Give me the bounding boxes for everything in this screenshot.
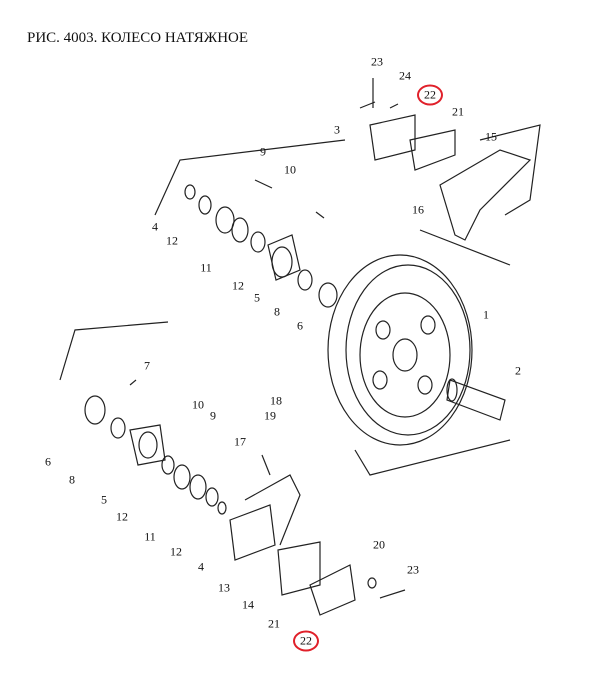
callout-24: 24: [399, 68, 411, 83]
upper-seal-group: [184, 179, 338, 308]
callout-4: 4: [198, 559, 204, 574]
callout-22-highlighted: 22: [417, 84, 443, 106]
callout-5: 5: [101, 492, 107, 507]
callout-21: 21: [452, 104, 464, 119]
figure-title: РИС. 4003. КОЛЕСО НАТЯЖНОЕ: [27, 30, 249, 46]
callout-19: 19: [264, 408, 276, 423]
callout-9: 9: [210, 408, 216, 423]
callout-15: 15: [485, 129, 497, 144]
callout-8: 8: [274, 304, 280, 319]
callout-21: 21: [268, 616, 280, 631]
callout-17: 17: [234, 434, 246, 449]
callout-2: 2: [515, 363, 521, 378]
callout-14: 14: [242, 597, 254, 612]
guide-line: [59, 321, 169, 381]
callout-23: 23: [407, 562, 419, 577]
lower-bracket: [229, 454, 406, 616]
callout-4: 4: [152, 219, 158, 234]
shaft: [446, 378, 506, 421]
guide-line: [354, 439, 511, 476]
lower-seal-group: [84, 379, 227, 515]
callout-7: 7: [144, 358, 150, 373]
callout-12: 12: [232, 278, 244, 293]
upper-bracket: [359, 78, 541, 241]
callout-10: 10: [284, 162, 296, 177]
callout-9: 9: [260, 144, 266, 159]
callout-8: 8: [69, 472, 75, 487]
callout-1: 1: [483, 307, 489, 322]
callout-18: 18: [270, 393, 282, 408]
guide-line: [154, 139, 346, 216]
callout-12: 12: [116, 509, 128, 524]
callout-6: 6: [297, 318, 303, 333]
callout-3: 3: [334, 122, 340, 137]
callout-16: 16: [412, 202, 424, 217]
callout-10: 10: [192, 397, 204, 412]
guide-line: [419, 229, 511, 266]
callout-11: 11: [144, 529, 156, 544]
callout-11: 11: [200, 260, 212, 275]
callout-20: 20: [373, 537, 385, 552]
idler-wheel: [327, 254, 473, 446]
callout-6: 6: [45, 454, 51, 469]
callout-12: 12: [166, 233, 178, 248]
callout-23: 23: [371, 54, 383, 69]
callout-22-highlighted: 22: [293, 630, 319, 652]
callout-5: 5: [254, 290, 260, 305]
callout-12: 12: [170, 544, 182, 559]
callout-13: 13: [218, 580, 230, 595]
